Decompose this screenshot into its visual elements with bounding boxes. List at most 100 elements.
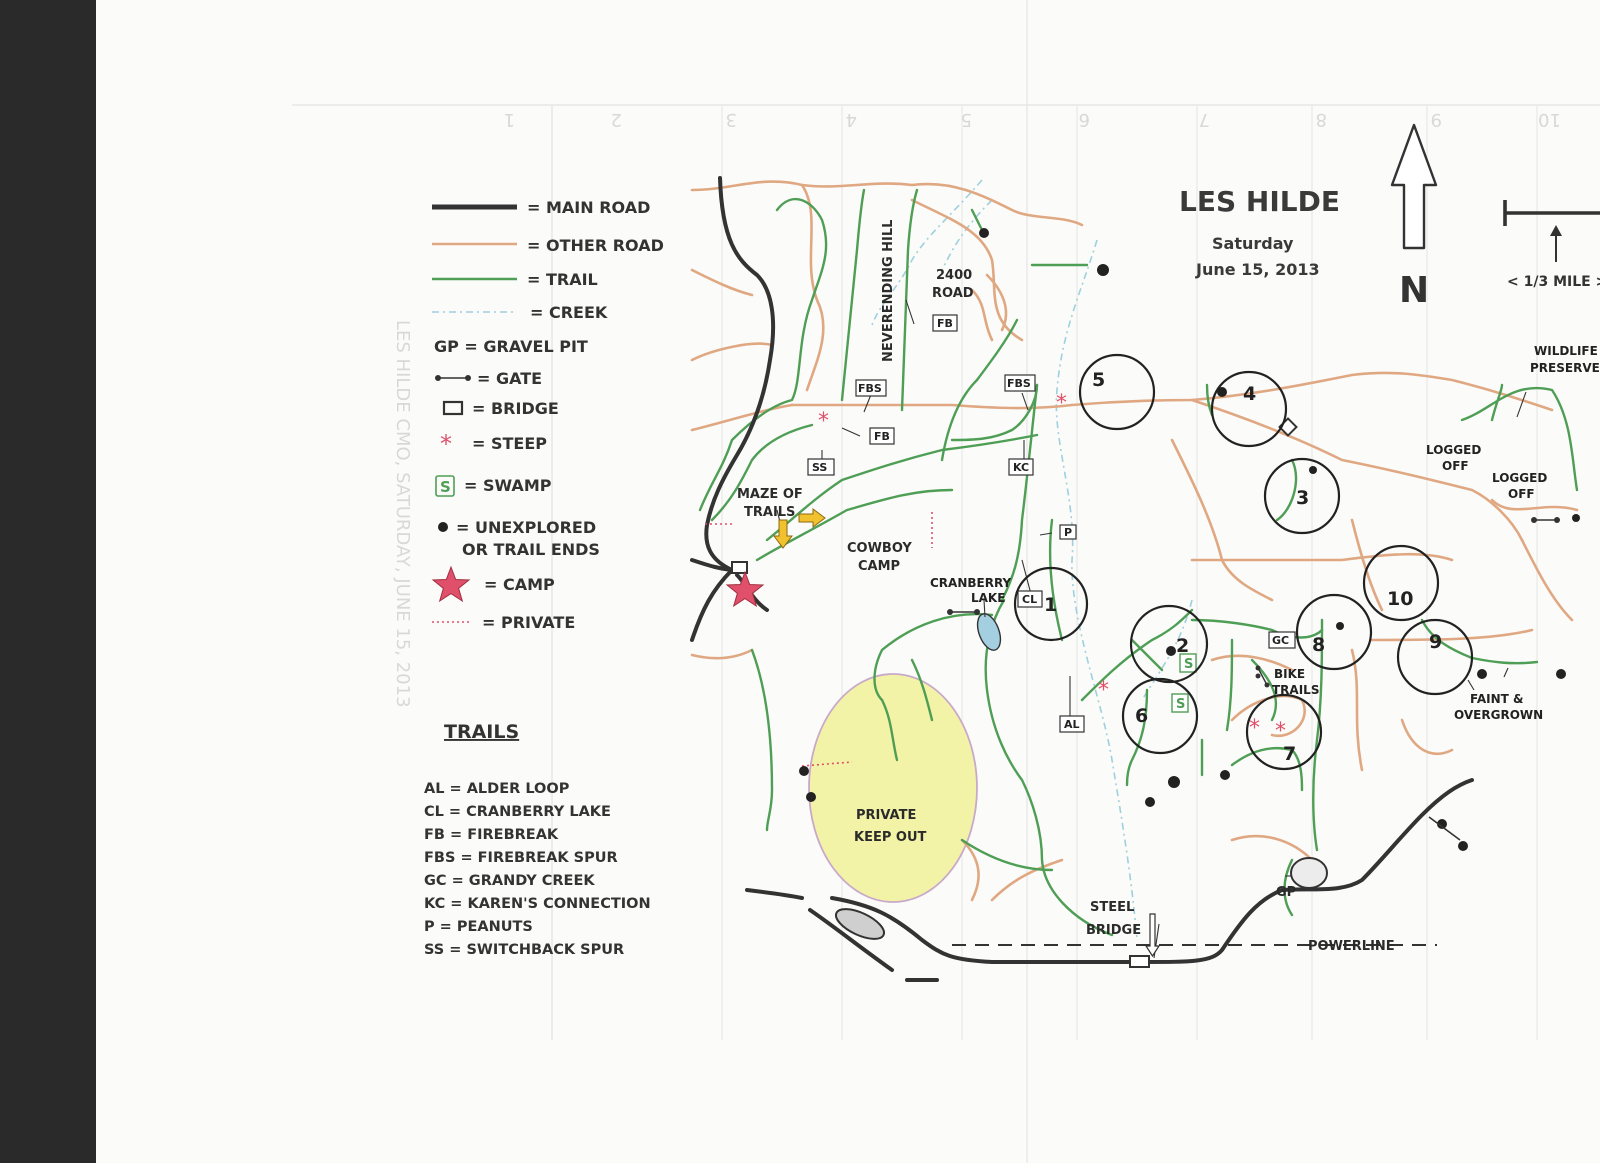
map-title: LES HILDE [1179, 185, 1340, 218]
legend-gate: = GATE [477, 369, 542, 388]
arrow-right-icon [798, 508, 826, 528]
private-lines [705, 512, 933, 767]
ghost-col-2: 2 [611, 109, 622, 130]
checkpoints: 1 2 3 4 5 6 7 8 9 10 [1013, 353, 1474, 771]
scale-up-arrow-icon [1550, 225, 1562, 236]
label-steel-a: STEEL [1090, 900, 1134, 915]
label-steel-b: BRIDGE [1086, 923, 1141, 938]
label-2400-road-a: 2400 [936, 268, 972, 283]
label-cowboy-a: COWBOY [847, 541, 912, 556]
legend-steep: = STEEP [472, 434, 547, 453]
legend-steep-icon: * [440, 430, 452, 458]
checkpoint-4: 4 [1243, 383, 1256, 405]
camp-bridge-icon [731, 561, 748, 574]
svg-text:S: S [1184, 657, 1193, 672]
trails-heading: TRAILS [444, 721, 519, 743]
checkpoint-1-ring [1013, 566, 1089, 642]
label-bike-b: TRAILS [1272, 683, 1319, 697]
label-faint-b: OVERGROWN [1454, 708, 1543, 722]
steep-icon: * [1056, 391, 1067, 416]
label-logged-2a: LOGGED [1492, 471, 1547, 485]
swamp-tag-2: S [1171, 693, 1189, 713]
legend-main-road: = MAIN ROAD [527, 198, 650, 217]
checkpoint-2-ring [1129, 604, 1209, 684]
steep-marks: * * * * * [818, 391, 1286, 744]
checkpoint-8-ring [1295, 593, 1373, 671]
main-roads [690, 176, 1474, 982]
tag-cl: CL [1017, 590, 1043, 608]
label-wildlife-b: PRESERVE [1530, 361, 1600, 375]
legend-swamp-swatch [435, 475, 455, 497]
label-logged-2b: OFF [1508, 487, 1535, 501]
scale-label: < 1/3 MILE > [1507, 274, 1600, 290]
ghost-text: LES HILDE CMO, SATURDAY, JUNE 15, 2013 1… [292, 0, 1600, 1163]
checkpoint-6-ring [1121, 677, 1199, 755]
arrow-down-icon [773, 519, 793, 549]
label-wildlife-a: WILDLIFE [1534, 344, 1598, 358]
ghost-col-9: 9 [1431, 109, 1442, 130]
ghost-col-8: 8 [1316, 109, 1327, 130]
trail-map: LES HILDE CMO, SATURDAY, JUNE 15, 2013 1… [292, 0, 1600, 1163]
tag-fbs-1: FBS [855, 379, 887, 397]
label-cranberry-a: CRANBERRY [930, 576, 1012, 590]
ghost-col-6: 6 [1079, 109, 1090, 130]
checkpoint-9: 9 [1429, 631, 1442, 653]
label-maze-b: TRAILS [744, 505, 795, 520]
legend-swamp-icon: S [440, 478, 451, 496]
checkpoint-9-ring [1396, 618, 1474, 696]
trail-fb: FB = FIREBREAK [424, 827, 559, 843]
checkpoint-6: 6 [1135, 705, 1148, 727]
legend-unexplored-dot [438, 522, 448, 532]
steep-icon: * [1275, 719, 1286, 744]
legend-private: = PRIVATE [482, 613, 575, 632]
svg-text:FB: FB [937, 317, 953, 330]
trail-fbs: FBS = FIREBREAK SPUR [424, 850, 618, 866]
legend-unexplored-1: = UNEXPLORED [456, 518, 596, 537]
ghost-title: LES HILDE CMO, SATURDAY, JUNE 15, 2013 [392, 320, 413, 708]
legend-trail: = TRAIL [527, 270, 598, 289]
north-arrow-icon [1390, 123, 1438, 250]
checkpoint-10-ring [1362, 544, 1440, 622]
legend-creek: = CREEK [530, 303, 608, 322]
checkpoint-10: 10 [1387, 588, 1413, 610]
trail-cl: CL = CRANBERRY LAKE [424, 804, 611, 820]
trails-list: TRAILS AL = ALDER LOOP CL = CRANBERRY LA… [424, 721, 651, 958]
checkpoint-4-ring [1210, 370, 1288, 448]
tag-fb-2: FB [869, 427, 895, 445]
ghost-col-7: 7 [1199, 109, 1210, 130]
label-cowboy-b: CAMP [858, 559, 900, 574]
label-faint-a: FAINT & [1470, 692, 1523, 706]
legend-unexplored-2: OR TRAIL ENDS [462, 540, 600, 559]
camp-star-icon [725, 570, 765, 608]
svg-text:KC: KC [1013, 461, 1029, 474]
checkpoint-1: 1 [1044, 594, 1057, 616]
cranberry-lake-icon [976, 613, 1002, 651]
ghost-col-10: 10 [1538, 109, 1561, 130]
ghost-col-5: 5 [961, 109, 972, 130]
svg-text:FBS: FBS [1007, 377, 1031, 390]
label-maze-a: MAZE OF [737, 487, 803, 502]
steel-bridge-icon [1129, 955, 1150, 968]
north-label: N [1399, 270, 1429, 311]
checkpoint-2: 2 [1176, 635, 1189, 657]
legend-swamp: = SWAMP [464, 476, 552, 495]
svg-text:SS: SS [812, 461, 827, 474]
steep-icon: * [818, 409, 829, 434]
map-day: Saturday [1212, 234, 1294, 253]
map-date: June 15, 2013 [1195, 260, 1320, 279]
tag-p: P [1059, 524, 1077, 540]
tag-fb-1: FB [932, 314, 958, 332]
legend-camp-star-icon [431, 565, 471, 603]
steel-bridge-arrow-icon [1144, 913, 1161, 958]
label-2400-road-b: ROAD [932, 286, 974, 301]
trails [698, 188, 1579, 937]
legend-gravel-pit: GP = GRAVEL PIT [434, 337, 588, 356]
gravel-pit-icon-west [834, 908, 886, 940]
tag-fbs-2: FBS [1004, 374, 1036, 392]
ghost-col-1: 1 [504, 109, 515, 130]
trail-p: P = PEANUTS [424, 919, 533, 935]
svg-text:FBS: FBS [858, 382, 882, 395]
svg-text:AL: AL [1064, 718, 1080, 731]
label-logged-1a: LOGGED [1426, 443, 1481, 457]
ghost-col-3: 3 [726, 109, 737, 130]
